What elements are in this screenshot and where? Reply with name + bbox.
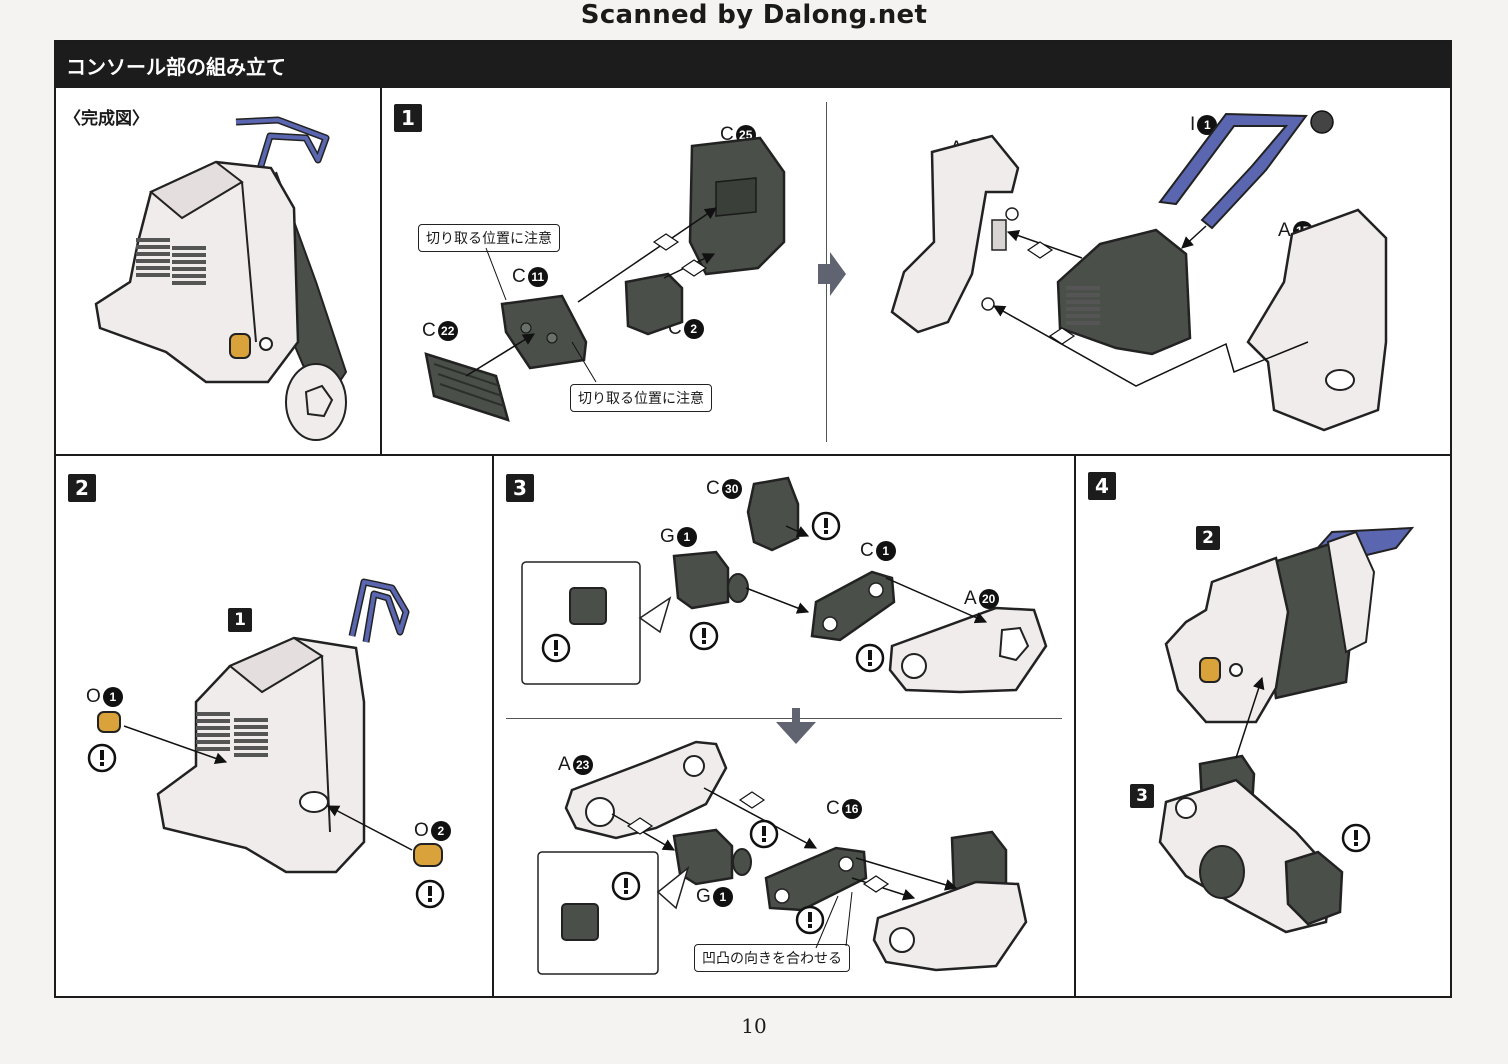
completed-label: 〈完成図〉 bbox=[64, 109, 149, 129]
step-3-upper-assembly bbox=[521, 476, 1048, 694]
step-1-console-assembly bbox=[890, 110, 1388, 432]
down-arrow bbox=[776, 708, 816, 744]
section-title: コンソール部の組み立て bbox=[66, 55, 286, 79]
completed-console-illustration bbox=[94, 116, 348, 441]
assembly-illustrations bbox=[87, 110, 1415, 975]
divider bbox=[56, 454, 1450, 456]
sub-step-badge: 1 bbox=[228, 608, 252, 632]
step-4-badge: 4 bbox=[1088, 472, 1116, 500]
step-3-badge: 3 bbox=[506, 474, 534, 502]
step-1-part-sprues bbox=[424, 136, 786, 422]
divider bbox=[492, 454, 494, 998]
sub-step-badge: 2 bbox=[1196, 526, 1220, 550]
step-3-lower-assembly bbox=[537, 740, 1028, 975]
cut-position-note: 切り取る位置に注意 bbox=[570, 384, 712, 412]
divider bbox=[380, 88, 382, 454]
page-number: 10 bbox=[741, 1014, 767, 1038]
align-orientation-note: 凹凸の向きを合わせる bbox=[694, 944, 850, 972]
sub-step-badge: 3 bbox=[1130, 784, 1154, 808]
step-1-badge: 1 bbox=[394, 104, 422, 132]
section-header: コンソール部の組み立て bbox=[56, 42, 1450, 88]
cut-position-note: 切り取る位置に注意 bbox=[418, 224, 560, 252]
step-4-final-assembly bbox=[1158, 526, 1415, 934]
step-2-badge: 2 bbox=[68, 474, 96, 502]
next-arrow bbox=[818, 252, 846, 296]
divider bbox=[506, 718, 1062, 719]
scan-credit: Scanned by Dalong.net bbox=[580, 0, 928, 30]
divider bbox=[1074, 454, 1076, 998]
step-2-console-assembly bbox=[87, 578, 445, 909]
